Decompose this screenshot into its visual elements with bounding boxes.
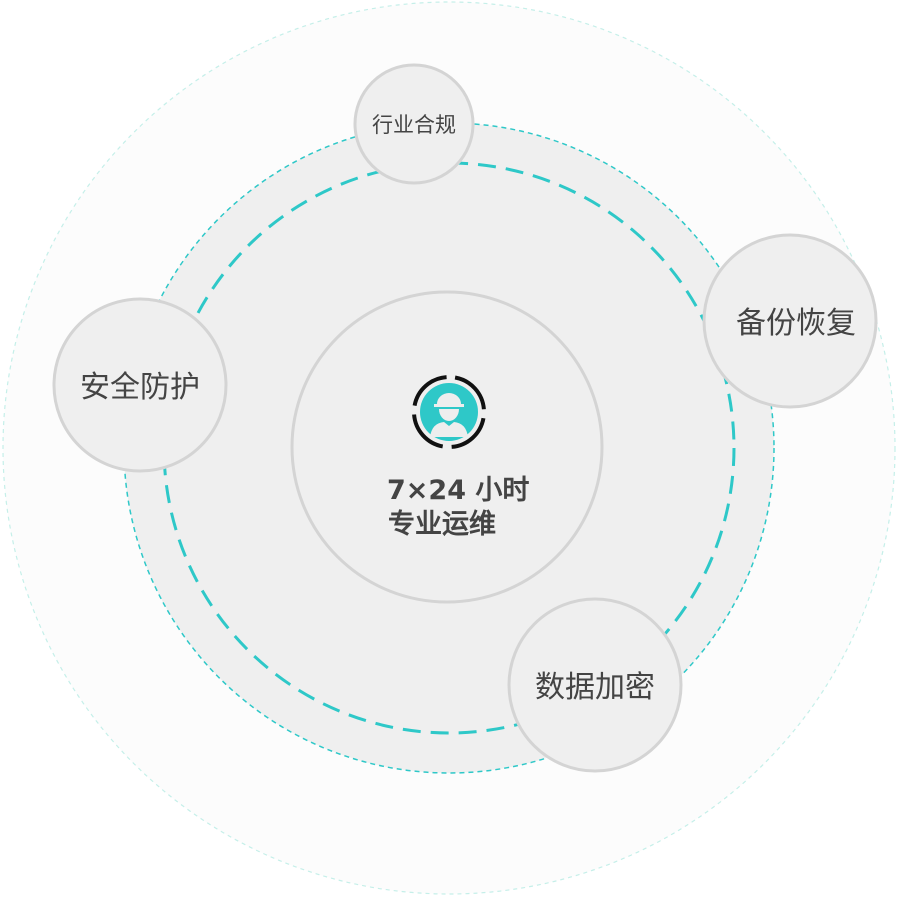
node-encryption-label: 数据加密 xyxy=(535,670,655,705)
node-compliance-label: 行业合规 xyxy=(372,113,456,137)
engineer-icon xyxy=(412,375,486,449)
node-backup[interactable]: 备份恢复 xyxy=(702,233,878,409)
node-encryption[interactable]: 数据加密 xyxy=(507,597,683,773)
node-backup-label: 备份恢复 xyxy=(736,306,856,341)
dashed-orbit xyxy=(162,161,736,735)
node-security[interactable]: 安全防护 xyxy=(52,297,228,473)
node-compliance[interactable]: 行业合规 xyxy=(353,63,475,185)
inner-circle xyxy=(290,290,604,604)
node-security-label: 安全防护 xyxy=(80,370,200,405)
center-title: 7×24 小时 xyxy=(387,475,529,506)
center-subtitle: 专业运维 xyxy=(388,509,496,540)
